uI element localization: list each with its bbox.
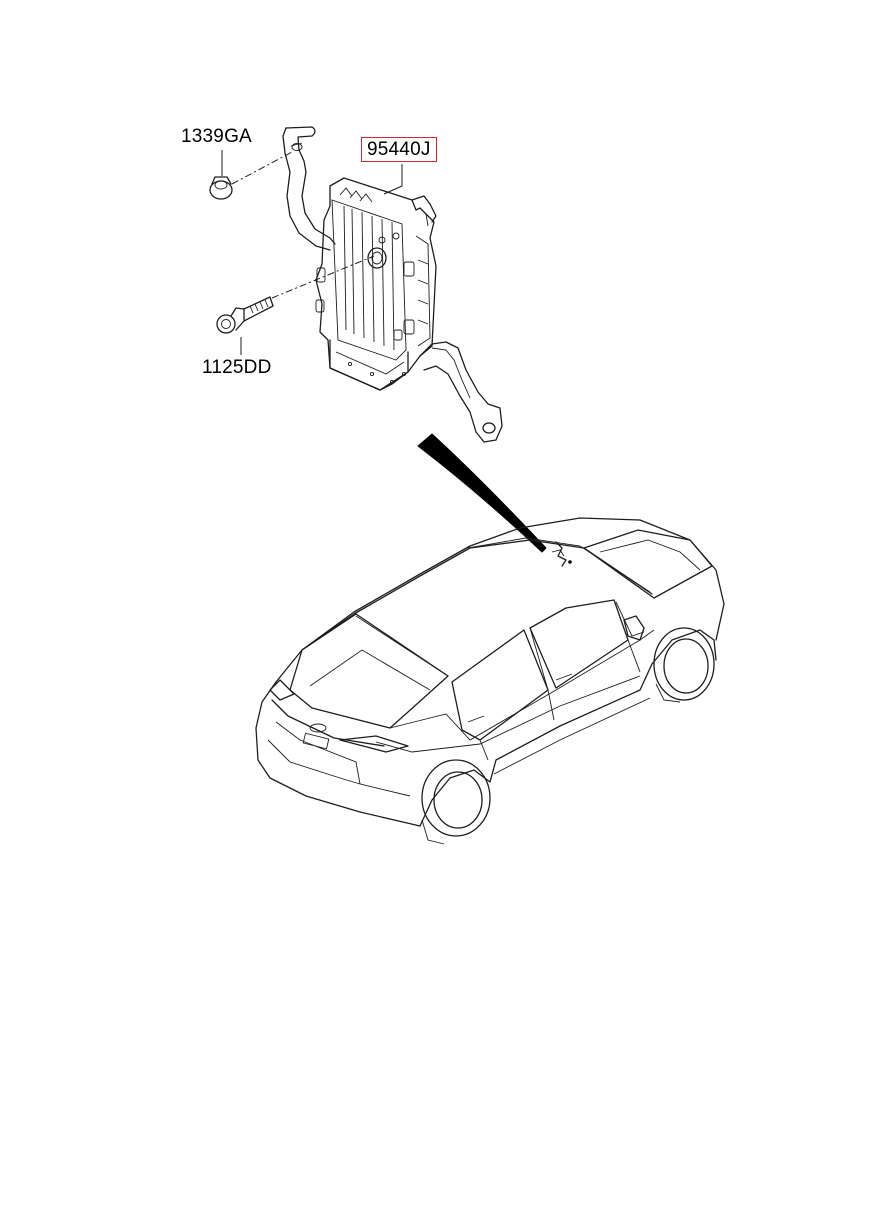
flange-nut (209, 176, 233, 200)
upper-bracket (282, 126, 336, 251)
control-module (315, 177, 437, 391)
location-arrow (417, 433, 572, 567)
car-illustration (255, 517, 725, 845)
part-label-module[interactable]: 95440J (361, 137, 437, 162)
lower-bracket (419, 341, 503, 443)
part-label-bolt[interactable]: 1125DD (202, 357, 272, 378)
axis-bolt (271, 255, 375, 299)
flange-bolt (216, 296, 274, 334)
leader-lines (221, 150, 403, 355)
leader-module (383, 164, 403, 195)
part-label-nut[interactable]: 1339GA (181, 126, 252, 147)
axis-nut (231, 151, 293, 185)
